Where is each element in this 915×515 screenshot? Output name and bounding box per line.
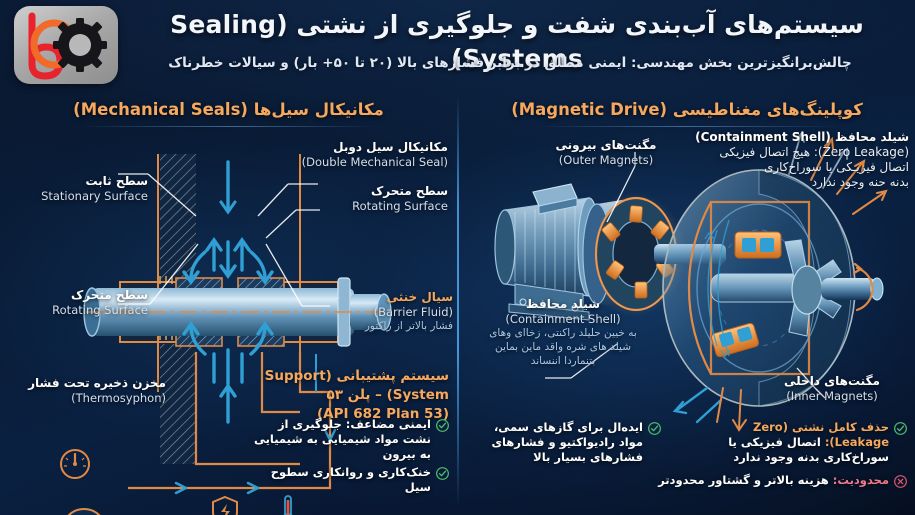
right-section-rule	[537, 126, 837, 127]
label-thermosyphon: مخزن ذخیره تحت فشار (Thermosyphon)	[28, 376, 166, 405]
left-bullet-list: ایمنی مضاعف: جلوگیری از نشت مواد شیمیایی…	[249, 417, 449, 498]
panel-magnetic-drive: کوپلینگ‌های مغناطیسی (Magnetic Drive)	[459, 92, 915, 515]
label-barrier-fluid: سیال خنثی (Barrier Fluid) فشار بالاتر از…	[364, 290, 453, 332]
bullet-text: اتصال فیزیکی یا سوراخ‌کاری بدنه وجود ندا…	[728, 435, 889, 464]
left-section-title: مکانیکال سیل‌ها (Mechanical Seals)	[73, 100, 384, 119]
label-rotating-surface-bottom: سطح متحرک Rotating Surface	[52, 288, 148, 317]
right-section-title: کوپلینگ‌های مغناطیسی (Magnetic Drive)	[511, 100, 863, 119]
left-section-rule	[78, 126, 379, 127]
support-system-heading-line2: (API 682 Plan 53)	[316, 406, 449, 422]
label-double-mechanical-seal: مکانیکال سیل دوبل (Double Mechanical Sea…	[301, 140, 448, 169]
bullet-text: ایمنی مضاعف: جلوگیری از نشت مواد شیمیایی…	[253, 417, 431, 461]
check-circle-icon	[436, 467, 449, 480]
label-containment-shell-left: شیلد محافظ (Containment Shell) به خیین ح…	[473, 297, 653, 368]
bullet-item: حذف کامل نشتی (Zero Leakage): اتصال فیزی…	[695, 420, 907, 465]
page-title: سیستم‌های آب‌بندی شفت و جلوگیری از نشتی …	[170, 10, 864, 73]
panel-divider	[457, 96, 459, 508]
check-circle-icon	[894, 422, 907, 435]
bullet-item: محدودیت: هزینه بالاتر و گشتاور محدودتر	[658, 473, 907, 488]
x-circle-icon	[894, 475, 907, 488]
bullet-highlight: حذف کامل نشتی (Zero Leakage):	[752, 420, 889, 449]
page-subtitle: چالش‌برانگیزترین بخش مهندسی: ایمنی مطلق …	[168, 55, 852, 71]
containment-shell-line3: اتصال فیزیـکی یا سوراخ‌کاری	[763, 160, 909, 174]
header: سیستم‌های آب‌بندی شفت و جلوگیری از نشتی …	[0, 0, 915, 92]
label-outer-magnets: مگنت‌های بیرونی (Outer Magnets)	[555, 138, 657, 167]
right-bullet-list-primary: حذف کامل نشتی (Zero Leakage): اتصال فیزی…	[658, 420, 907, 491]
bullet-item: ایمنی مضاعف: جلوگیری از نشت مواد شیمیایی…	[249, 417, 449, 462]
label-containment-shell-top: شیلد محافظ (Containment Shell) (Zero Lea…	[687, 130, 909, 190]
company-logo	[14, 6, 118, 84]
label-stationary-surface: سطح ثابت Stationary Surface	[41, 174, 148, 203]
bullet-item: ایده‌ال برای گازهای سمی، مواد رادیواکتیو…	[471, 420, 661, 465]
containment-shell-sub-line1: به خیین حلیلد راکنتی، زخاای وهای	[489, 327, 637, 339]
logo-mark-icon	[28, 12, 107, 80]
label-inner-magnets: مگنت‌های داخلی (Inner Magnets)	[784, 374, 880, 403]
containment-shell-line4: بدنه حنه وجود ندارد	[811, 175, 909, 189]
containment-shell-line1: شیلد محافظ (Containment Shell)	[695, 130, 909, 144]
right-bullet-list-secondary: ایده‌ال برای گازهای سمی، مواد رادیواکتیو…	[471, 420, 661, 468]
bullet-text: ایده‌ال برای گازهای سمی، مواد رادیواکتیو…	[491, 420, 643, 464]
label-rotating-surface-top: سطح متحرک Rotating Surface	[352, 184, 448, 213]
check-circle-icon	[648, 422, 661, 435]
panel-mechanical-seals: مکانیکال سیل‌ها (Mechanical Seals)	[0, 92, 457, 515]
containment-shell-sub-line3: بتنماردا اننساند	[530, 355, 596, 367]
bullet-text: خنک‌کاری و روانکاری سطوح سیل	[270, 465, 431, 494]
bullet-highlight: محدودیت:	[832, 473, 889, 487]
containment-shell-sub-line2: شیلد های شره واقد ماین بماین	[494, 341, 632, 353]
bullet-text: هزینه بالاتر و گشتاور محدودتر	[658, 473, 829, 487]
check-circle-icon	[436, 419, 449, 432]
magnetic-drive-diagram	[494, 131, 888, 432]
support-system-heading-line1: سیستم پشتیبانی (Support System) – پلن ۵۳	[264, 368, 449, 403]
bullet-item: خنک‌کاری و روانکاری سطوح سیل	[249, 465, 449, 495]
containment-shell-line2: (Zero Leakage): هیچ اتصال فیزیکی	[719, 145, 909, 159]
